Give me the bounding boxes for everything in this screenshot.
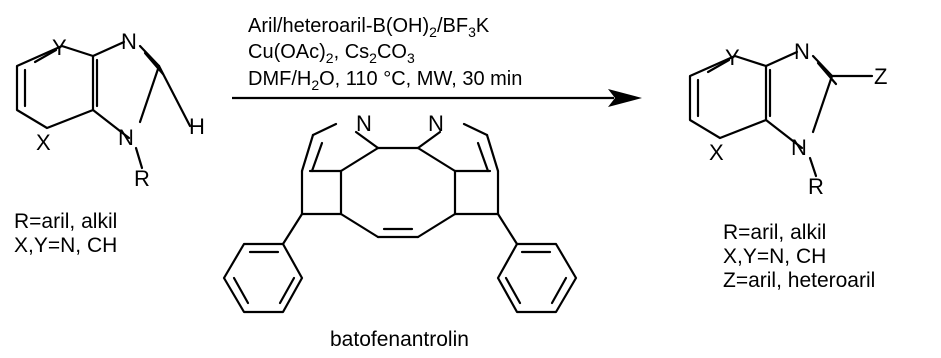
condition-line-2: Cu(OAc)2, Cs2CO3 [248, 41, 415, 66]
ligand-name: batofenantrolin [330, 328, 469, 351]
product-atom-r: R [808, 174, 824, 199]
reactant-atom-y: Y [52, 35, 67, 60]
reaction-arrow [232, 89, 642, 107]
condition-line-3: DMF/H2O, 110 °C, MW, 30 min [248, 68, 522, 93]
reactant-atom-h: H [189, 114, 205, 139]
reactant-substituent-1: R=aril, alkil [14, 210, 117, 233]
condition-line-1: Aril/heteroaril-B(OH)2/BF3K [248, 15, 490, 40]
product-atom-x: X [709, 140, 724, 165]
product-atom-y: Y [725, 45, 740, 70]
product-atom-z: Z [874, 64, 887, 89]
product-substituent-1: R=aril, alkil [723, 221, 826, 244]
product-substituent-3: Z=aril, heteroaril [723, 269, 875, 292]
reactant-atom-r: R [134, 166, 150, 191]
reactant-structure: Y X N N H R [15, 29, 205, 191]
reactant-atom-x: X [36, 130, 51, 155]
product-atom-n-bottom: N [791, 135, 807, 160]
product-atom-n-top: N [794, 39, 810, 64]
ligand-structure: N N [222, 111, 578, 314]
reactant-atom-n-bottom: N [118, 125, 134, 150]
ligand-atom-n-right: N [428, 111, 444, 136]
product-structure: Y X N N Z R [688, 39, 887, 199]
product-substituent-2: X,Y=N, CH [723, 245, 826, 268]
reactant-substituent-2: X,Y=N, CH [14, 234, 117, 257]
ligand-atom-n-left: N [356, 111, 372, 136]
reactant-atom-n-top: N [121, 29, 137, 54]
